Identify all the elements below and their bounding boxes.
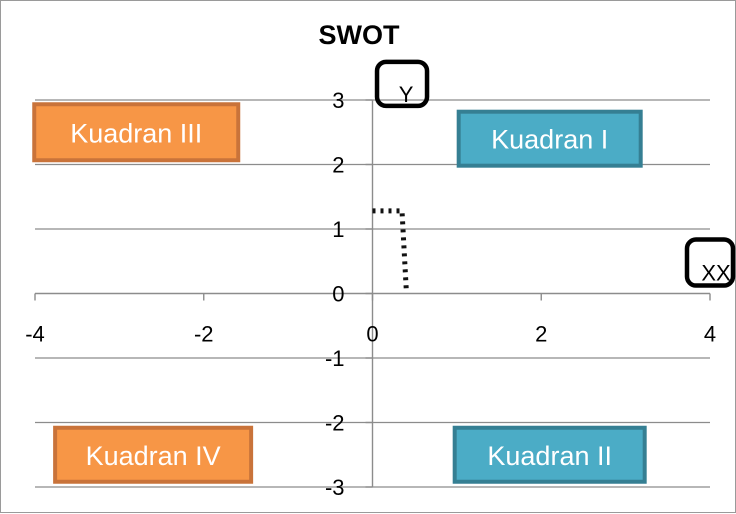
axis-marker-text-1: Y — [399, 82, 414, 107]
axes — [34, 99, 711, 488]
axis-marker-1: Y — [374, 59, 430, 109]
quadrant-label-1: Kuadran III — [32, 102, 241, 163]
axis-marker-box-2 — [684, 237, 736, 288]
x-tick-label-4: 4 — [704, 322, 716, 347]
quadrant-labels: Kuadran III Kuadran I Kuadran IV Kuadran II — [32, 102, 647, 484]
axis-markers: Y XX — [374, 59, 736, 288]
y-tick-label-3: 0 — [332, 282, 344, 307]
y-tick-label-1: 2 — [332, 153, 344, 178]
quadrant-text-4: Kuadran II — [487, 441, 612, 471]
quadrant-label-4: Kuadran II — [452, 425, 647, 484]
quadrant-box-2 — [456, 109, 643, 168]
chart-title: SWOT — [319, 20, 400, 50]
quadrant-box-4 — [452, 425, 647, 484]
y-tick-label-5: -2 — [325, 411, 345, 436]
quadrant-box-1 — [32, 102, 241, 163]
x-tick-label-1: -2 — [194, 322, 214, 347]
dotted-path — [372, 208, 409, 291]
axis-marker-box-1 — [374, 59, 430, 109]
quadrant-box-3 — [53, 425, 254, 484]
dotted-path-layer — [372, 208, 409, 291]
quadrant-label-2: Kuadran I — [456, 109, 643, 168]
axis-marker-2: XX — [684, 237, 736, 288]
y-tick-label-0: 3 — [332, 88, 344, 113]
quadrant-text-2: Kuadran I — [491, 125, 608, 155]
x-tick-label-0: -4 — [25, 322, 45, 347]
y-tick-label-4: -1 — [325, 346, 345, 371]
quadrant-text-3: Kuadran IV — [86, 441, 221, 471]
axis-marker-text-2: XX — [701, 261, 731, 286]
y-tick-label-6: -3 — [325, 475, 345, 500]
quadrant-text-1: Kuadran III — [70, 118, 202, 148]
quadrant-label-3: Kuadran IV — [53, 425, 254, 484]
x-tick-label-3: 2 — [535, 322, 547, 347]
tick-labels: -4 -2 0 2 4 3 2 1 0 -1 -2 -3 — [25, 88, 716, 500]
y-tick-label-2: 1 — [332, 217, 344, 242]
x-tick-label-2: 0 — [366, 322, 378, 347]
